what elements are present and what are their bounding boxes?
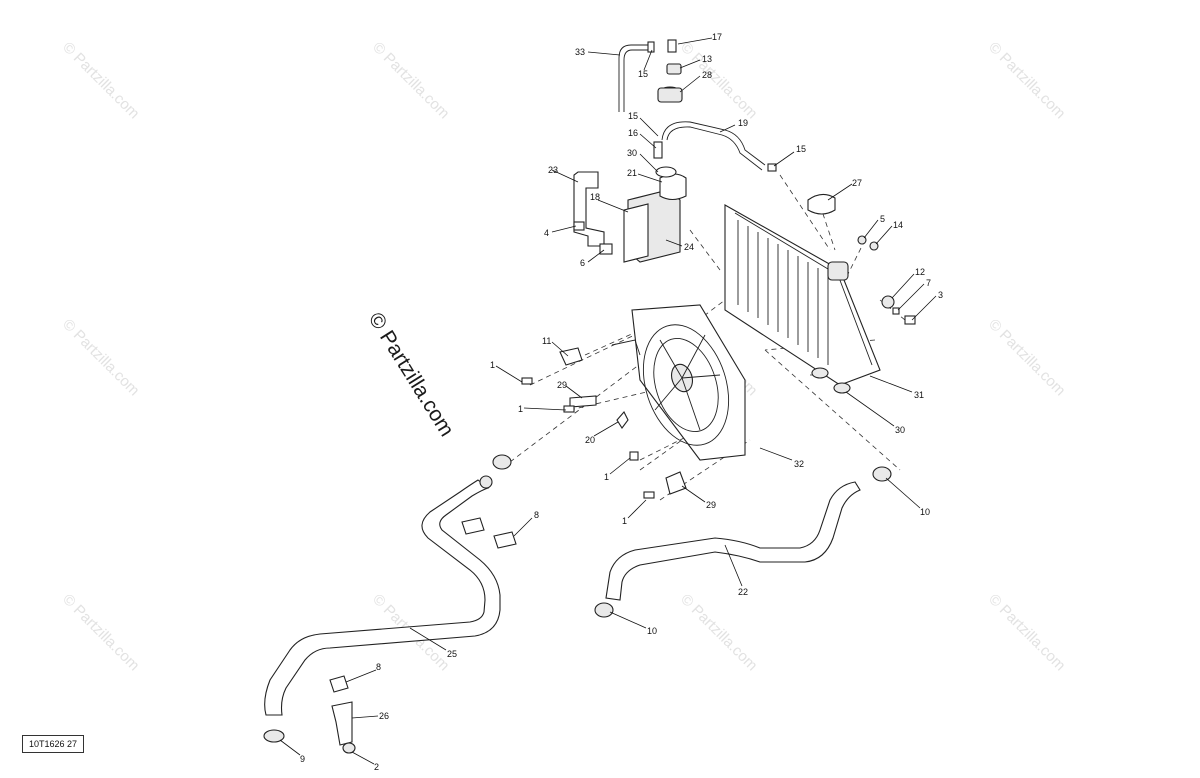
callout-3: 3: [938, 290, 943, 300]
watermark: © Partzilla.com: [985, 316, 1068, 399]
callout-10: 10: [920, 507, 930, 517]
callout-8: 8: [376, 662, 381, 672]
expansion-tank: [573, 166, 687, 263]
callout-28: 28: [702, 70, 712, 80]
lower-hose-22: [605, 481, 861, 601]
callout-17: 17: [712, 32, 722, 42]
callout-15: 15: [796, 144, 806, 154]
callout-7: 7: [926, 278, 931, 288]
callout-1: 1: [604, 472, 609, 482]
callout-13: 13: [702, 54, 712, 64]
callout-30: 30: [895, 425, 905, 435]
callout-9: 9: [300, 754, 305, 764]
hose-clamps: [263, 517, 517, 754]
callout-5: 5: [880, 214, 885, 224]
callout-1: 1: [518, 404, 523, 414]
callout-15: 15: [638, 69, 648, 79]
callout-23: 23: [548, 165, 558, 175]
watermark: © Partzilla.com: [369, 39, 452, 122]
callout-15: 15: [628, 111, 638, 121]
callout-29: 29: [557, 380, 567, 390]
callout-25: 25: [447, 649, 457, 659]
callout-19: 19: [738, 118, 748, 128]
watermark: © Partzilla.com: [677, 39, 760, 122]
callout-10: 10: [647, 626, 657, 636]
callout-21: 21: [627, 168, 637, 178]
watermark: © Partzilla.com: [985, 39, 1068, 122]
callout-30: 30: [627, 148, 637, 158]
callout-2: 2: [374, 762, 379, 772]
callout-26: 26: [379, 711, 389, 721]
watermark: © Partzilla.com: [677, 591, 760, 674]
callout-18: 18: [590, 192, 600, 202]
callout-8: 8: [534, 510, 539, 520]
lower-hose-25: [264, 475, 501, 716]
callout-20: 20: [585, 435, 595, 445]
diagram-reference-code: 10T1626 27: [22, 735, 84, 753]
callout-32: 32: [794, 459, 804, 469]
callout-33: 33: [575, 47, 585, 57]
callout-4: 4: [544, 228, 549, 238]
callout-11: 11: [542, 336, 551, 346]
radiator-fins: [737, 220, 829, 365]
watermark: © Partzilla.com: [985, 591, 1068, 674]
fan-assembly: [559, 304, 746, 461]
callout-22: 22: [738, 587, 748, 597]
watermark-main: © Partzilla.com: [364, 308, 458, 440]
callout-labels: 33 17 15 13 28 15 19 16 15 30 21 27 23 1…: [300, 32, 943, 772]
callout-31: 31: [914, 390, 924, 400]
watermark: © Partzilla.com: [59, 591, 142, 674]
vent-hose: [653, 121, 777, 172]
callout-14: 14: [893, 220, 903, 230]
callout-1: 1: [622, 516, 627, 526]
callout-27: 27: [852, 178, 862, 188]
callout-1: 1: [490, 360, 495, 370]
radiator: [724, 193, 916, 394]
callout-16: 16: [628, 128, 638, 138]
overflow-hose: [618, 39, 683, 112]
callout-6: 6: [580, 258, 585, 268]
callout-29: 29: [706, 500, 716, 510]
watermark: © Partzilla.com: [59, 39, 142, 122]
callout-12: 12: [915, 267, 925, 277]
watermark: © Partzilla.com: [59, 316, 142, 399]
callout-24: 24: [684, 242, 694, 252]
leader-lines: [279, 37, 937, 765]
fan-hardware: [492, 377, 892, 618]
